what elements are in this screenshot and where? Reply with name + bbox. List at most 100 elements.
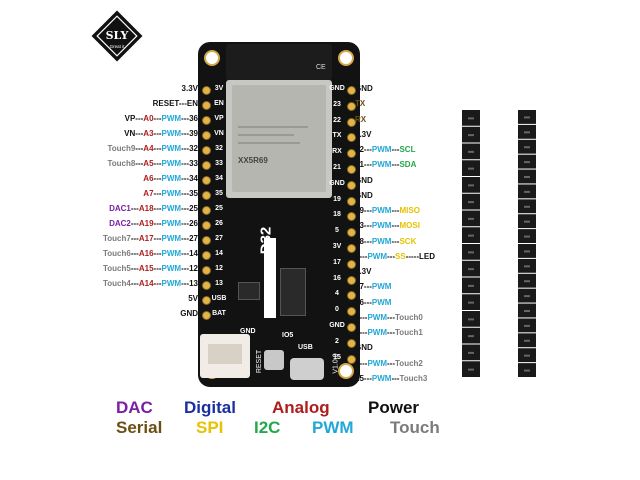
header-pin-metal xyxy=(468,201,474,204)
left-pin-part: A16 xyxy=(138,249,154,258)
right-pin-part: 19 xyxy=(355,206,364,215)
legend-item: Digital xyxy=(184,398,236,417)
right-pin-part: --- xyxy=(359,358,368,368)
right-pin-part: --- xyxy=(363,373,372,383)
pin-hole xyxy=(347,291,356,301)
header-pin-metal xyxy=(524,146,530,149)
left-pin-part: --- xyxy=(181,159,190,168)
board-pin-silkscreen: TX xyxy=(332,132,342,140)
left-pin-label: RESET---EN xyxy=(0,99,198,109)
left-pin-label: VP---A0---PWM---36 xyxy=(0,114,198,124)
right-pin-part: GND xyxy=(355,190,373,200)
left-pin-part: A4 xyxy=(143,144,154,153)
board-pin-silkscreen: GND xyxy=(329,85,345,92)
left-pin-part: --- xyxy=(181,129,190,138)
module-marking xyxy=(238,142,300,144)
legend-item: SPI xyxy=(196,418,224,437)
legend-item: DAC xyxy=(116,398,153,417)
header-pin-metal xyxy=(468,301,474,304)
usb-port[interactable] xyxy=(290,358,324,380)
label-usb: USB xyxy=(298,344,313,351)
board-pin-silkscreen: 26 xyxy=(215,220,223,227)
right-pin-part: TX xyxy=(355,99,366,109)
right-pin-part: --- xyxy=(363,297,372,307)
pin-hole xyxy=(202,161,211,170)
module-shield xyxy=(232,85,326,192)
right-pin-part: --- xyxy=(391,373,400,383)
pin-hole xyxy=(347,259,356,269)
left-pin-part: --- xyxy=(130,219,139,228)
pin-hole xyxy=(347,275,356,285)
board-pin-silkscreen: 34 xyxy=(215,175,223,182)
ce-mark: CE xyxy=(316,64,326,71)
left-pin-part: --- xyxy=(153,159,162,168)
pin-hole xyxy=(202,191,211,200)
right-pin-part: MOSI xyxy=(399,221,420,231)
left-pin-part: 34 xyxy=(189,174,198,183)
right-pin-label: 2---PWM---Touch2 xyxy=(355,359,423,369)
pin-hole xyxy=(202,311,211,320)
left-pin-part: VP xyxy=(124,114,136,123)
left-pin-part: A15 xyxy=(138,264,154,273)
pin-hole xyxy=(202,146,211,155)
left-pin-part: RESET xyxy=(152,99,179,108)
pin-hole xyxy=(202,266,211,275)
pin-hole xyxy=(347,180,356,190)
right-pin-label: 16---PWM xyxy=(355,298,391,308)
right-pin-label: 4---PWM---Touch0 xyxy=(355,313,423,323)
label-reset: RESET xyxy=(256,349,264,374)
left-pin-label: DAC1---A18---PWM---25 xyxy=(0,204,198,214)
left-pin-part: PWM xyxy=(161,129,182,138)
right-pin-part: --- xyxy=(387,358,396,368)
left-pin-label: VN---A3---PWM---39 xyxy=(0,129,198,139)
header-pin-metal xyxy=(524,324,530,327)
left-pin-part: PWM xyxy=(161,279,182,288)
left-pin-part: --- xyxy=(181,204,190,213)
right-pin-part: RX xyxy=(355,114,367,124)
right-pin-label: GND xyxy=(355,191,373,201)
left-pin-part: VN xyxy=(124,129,136,138)
left-pin-part: Touch5 xyxy=(102,264,131,273)
battery-connector xyxy=(200,334,250,378)
left-pin-part: PWM xyxy=(161,234,182,243)
right-pin-part: PWM xyxy=(371,221,392,231)
right-pin-part: LED xyxy=(419,251,436,261)
header-pins xyxy=(462,110,536,377)
pin-hole xyxy=(347,244,356,253)
left-pin-part: A18 xyxy=(138,204,154,213)
header-pin-metal xyxy=(524,116,530,119)
left-pin-label: Touch5---A15---PWM---12 xyxy=(0,264,198,274)
left-pin-part: EN xyxy=(186,99,198,108)
right-pin-label: 3.3V xyxy=(355,267,371,277)
board-pin-silkscreen: 13 xyxy=(215,280,223,287)
left-pin-part: PWM xyxy=(161,249,182,258)
left-pin-label: Touch9---A4---PWM---32 xyxy=(0,144,198,154)
mount-hole xyxy=(338,50,354,66)
left-pin-part: --- xyxy=(135,129,144,138)
left-pin-part: --- xyxy=(181,189,190,198)
board-pin-silkscreen: 15 xyxy=(333,353,341,361)
header-pin-metal xyxy=(468,318,474,321)
left-pin-part: --- xyxy=(130,204,139,213)
left-pin-part: --- xyxy=(178,99,187,108)
label-gnd: GND xyxy=(240,328,256,335)
header-pin-metal xyxy=(524,339,530,342)
pin-hole xyxy=(202,296,211,305)
left-pin-part: --- xyxy=(153,249,162,258)
right-pin-part: MISO xyxy=(399,206,420,215)
board-pin-silkscreen: 33 xyxy=(215,160,223,167)
pin-hole xyxy=(347,149,356,159)
right-pin-part: PWM xyxy=(371,206,392,215)
legend-item: Serial xyxy=(116,418,163,437)
right-pin-label: 23---PWM---MOSI xyxy=(355,221,420,231)
right-pin-part: --- xyxy=(363,221,372,231)
right-pin-part: ----- xyxy=(405,251,420,261)
board-pin-silkscreen: 35 xyxy=(215,190,223,197)
board-pin-silkscreen: 25 xyxy=(215,205,223,212)
right-pin-part: --- xyxy=(363,145,372,154)
legend-item: I2C xyxy=(254,418,281,437)
module-marking xyxy=(238,126,308,128)
right-pin-part: PWM xyxy=(371,282,392,292)
right-pin-part: --- xyxy=(387,251,396,261)
reset-button[interactable] xyxy=(264,350,284,370)
